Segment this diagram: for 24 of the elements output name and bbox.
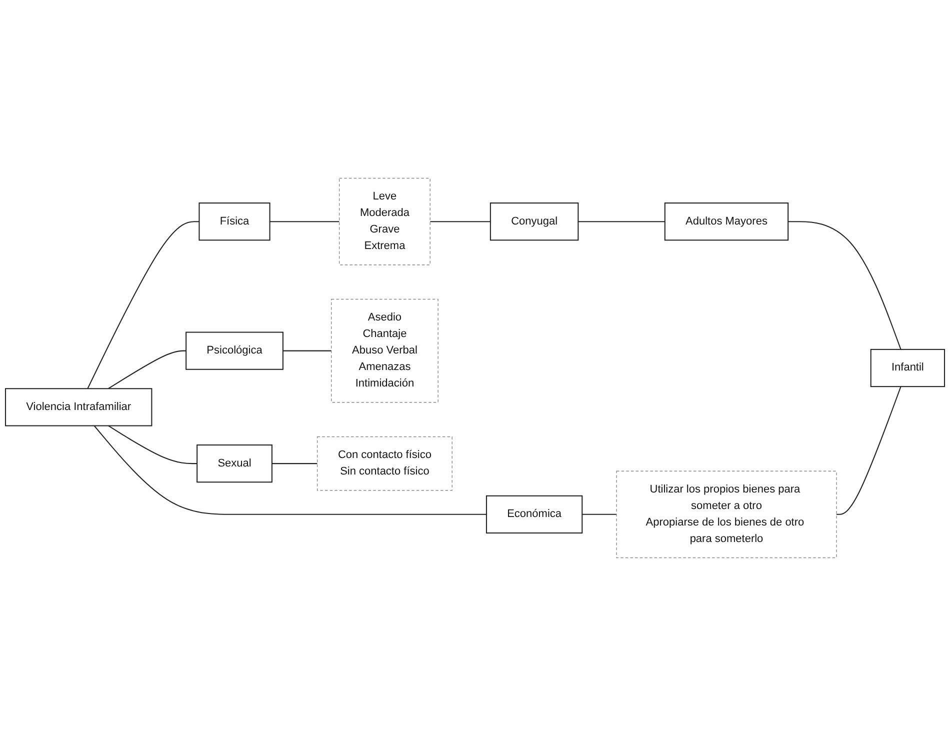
node-box: Física xyxy=(198,202,270,241)
connector xyxy=(836,386,902,515)
node-box: Adultos Mayores xyxy=(664,202,789,241)
connector xyxy=(108,425,198,464)
node-box: Sexual xyxy=(196,444,272,483)
connector xyxy=(582,514,616,515)
node-box: Leve Moderada Grave Extrema xyxy=(338,178,430,266)
connector xyxy=(282,350,332,352)
node-box: Con contacto físico Sin contacto físico xyxy=(316,436,452,491)
connector xyxy=(430,221,490,222)
node-box: Asedio Chantaje Abuso Verbal Amenazas Intimidación xyxy=(331,298,438,403)
node-box: Conyugal xyxy=(490,202,579,241)
connector xyxy=(94,425,486,515)
connector xyxy=(87,221,200,389)
node-box: Violencia Intrafamiliar xyxy=(4,388,152,426)
connector xyxy=(270,221,340,222)
connector xyxy=(108,350,186,390)
node-box: Económica xyxy=(486,495,583,534)
connector xyxy=(578,221,665,222)
node-box: Infantil xyxy=(870,348,946,388)
connector xyxy=(788,221,902,350)
connector xyxy=(272,463,318,464)
node-box: Psicológica xyxy=(186,332,284,370)
node-box: Utilizar los propios bienes para someter a otro Apropiarse de los bienes de otro para someterlo xyxy=(616,470,837,558)
